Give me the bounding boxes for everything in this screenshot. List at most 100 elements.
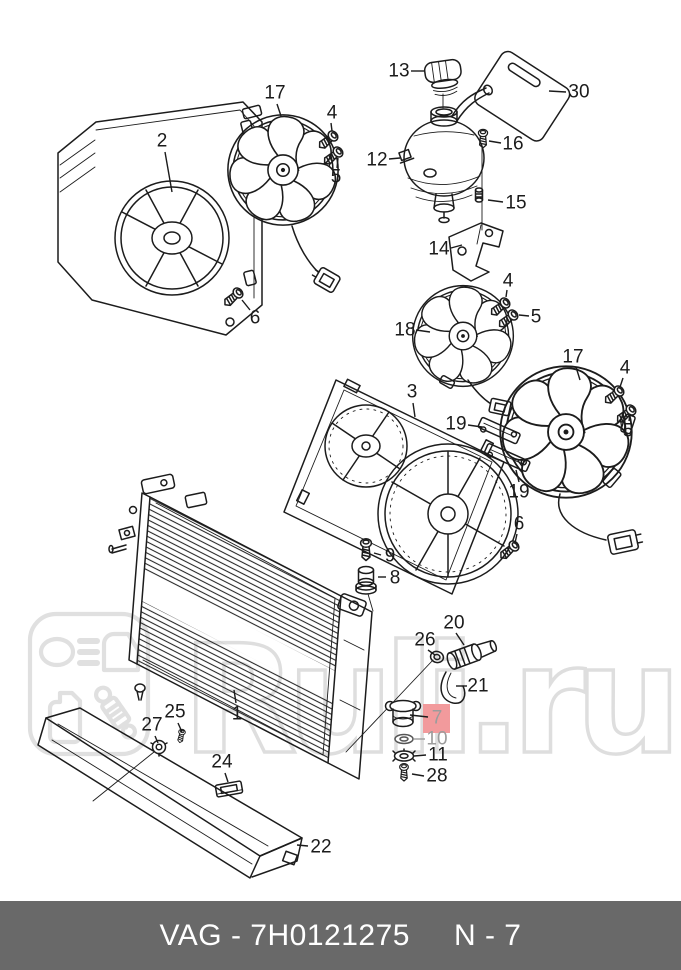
callout-4: 4 xyxy=(620,358,631,379)
callout-11: 11 xyxy=(428,745,448,766)
callout-2: 2 xyxy=(157,131,168,152)
callout-9: 9 xyxy=(385,546,396,567)
callout-28: 28 xyxy=(426,766,447,787)
callout-20: 20 xyxy=(443,613,464,634)
callout-3: 3 xyxy=(407,382,418,403)
shock-absorber-icon xyxy=(93,685,137,740)
part-24-clip xyxy=(214,780,244,798)
part-22-lower-cover xyxy=(37,707,303,879)
car-door-icon xyxy=(101,631,141,673)
exploded-parts-diagram: Ruli.ru xyxy=(27,50,681,879)
callout-18: 18 xyxy=(394,320,415,341)
leader-line-30 xyxy=(548,90,567,93)
leader-line-25 xyxy=(177,722,183,733)
callout-4: 4 xyxy=(503,271,514,292)
callout-12: 12 xyxy=(366,150,387,171)
part-21-clip xyxy=(440,671,466,704)
leader-line-2 xyxy=(164,151,173,193)
leader-line-7 xyxy=(409,714,429,718)
part-6-screw-left xyxy=(220,285,246,310)
highlight-box-part-7 xyxy=(423,704,450,733)
leader-line-1 xyxy=(233,689,237,704)
leader-line-19 xyxy=(515,469,520,483)
headlight-icon xyxy=(38,636,100,668)
part-14-bracket xyxy=(448,222,504,282)
callout-19: 19 xyxy=(445,414,466,435)
callout-1: 1 xyxy=(232,704,243,725)
callout-10: 10 xyxy=(426,729,447,750)
callout-4: 4 xyxy=(327,103,338,124)
fan-connector xyxy=(607,529,644,555)
callout-26: 26 xyxy=(414,630,435,651)
part-12-expansion-tank xyxy=(398,106,485,224)
leader-line-20 xyxy=(455,632,465,646)
leader-line-19 xyxy=(467,424,483,428)
leader-line-26 xyxy=(427,649,436,656)
leader-line-5 xyxy=(336,157,339,169)
leader-line-22 xyxy=(296,844,309,847)
leader-line-17 xyxy=(575,366,581,381)
part-13-tank-cap xyxy=(423,58,462,96)
part-18-fan xyxy=(408,279,518,417)
part-17-fan-top xyxy=(223,104,344,293)
leader-line-6 xyxy=(514,533,518,544)
part-8-mount xyxy=(355,565,377,595)
leader-line-3 xyxy=(412,402,416,418)
nut-alignment-line xyxy=(92,751,155,802)
part-19-strip-lower xyxy=(483,443,531,473)
callout-25: 25 xyxy=(164,702,185,723)
leader-line-16 xyxy=(488,140,502,144)
callout-labels: 2174561330161215144518174531919698202621… xyxy=(141,61,633,858)
callout-5: 5 xyxy=(331,167,342,188)
leader-line-9 xyxy=(373,552,382,556)
callout-5: 5 xyxy=(531,307,542,328)
leader-line-14 xyxy=(450,244,463,249)
leader-line-24 xyxy=(224,772,229,783)
callout-14: 14 xyxy=(428,239,450,260)
fan-connector xyxy=(311,267,341,293)
callout-16: 16 xyxy=(502,134,523,155)
leader-line-17 xyxy=(276,103,282,117)
leader-line-4 xyxy=(505,289,508,298)
leader-line-12 xyxy=(388,157,401,160)
watermark: Ruli.ru xyxy=(27,611,681,790)
mount-alignment-line xyxy=(367,593,374,612)
part-1-radiator xyxy=(108,473,373,780)
logo-frame xyxy=(27,611,151,757)
section-code: N - 7 xyxy=(453,918,522,952)
callout-21: 21 xyxy=(467,676,488,697)
callout-6: 6 xyxy=(250,308,261,329)
leader-line-5 xyxy=(628,413,631,422)
leader-line-6 xyxy=(241,299,251,311)
callout-15: 15 xyxy=(505,193,526,214)
diagram-canvas: Ruli.ru xyxy=(27,50,681,879)
callout-17: 17 xyxy=(264,83,285,104)
hose-clamp xyxy=(482,84,494,96)
leader-line-11 xyxy=(413,754,427,757)
leader-line-28 xyxy=(411,773,425,777)
part-15-pin xyxy=(474,187,484,203)
part-3-fan-frame xyxy=(283,378,519,595)
leader-line-15 xyxy=(487,199,504,203)
callout-17: 17 xyxy=(562,347,583,368)
part-20-sensor xyxy=(446,639,498,670)
part-11-nut xyxy=(392,748,416,762)
callout-6: 6 xyxy=(514,514,525,535)
part-19-strip-upper xyxy=(477,416,521,445)
footer-bar: VAG - 7H0121275 N - 7 xyxy=(0,901,681,970)
part-6-screw-right xyxy=(496,538,522,563)
part-27-nut xyxy=(150,739,168,757)
leader-line-18 xyxy=(415,329,431,333)
callout-13: 13 xyxy=(388,61,409,82)
part-7-grommet xyxy=(384,699,422,728)
callout-8: 8 xyxy=(390,568,401,589)
part-2-fan-shroud xyxy=(57,101,263,336)
part-26-oring xyxy=(429,650,445,664)
part-10-washer xyxy=(394,733,414,745)
part-30-coolant-bag xyxy=(474,50,571,142)
leader-line-4 xyxy=(619,377,624,388)
callout-24: 24 xyxy=(211,752,233,773)
callout-5: 5 xyxy=(623,421,634,442)
leader-line-27 xyxy=(154,735,159,744)
